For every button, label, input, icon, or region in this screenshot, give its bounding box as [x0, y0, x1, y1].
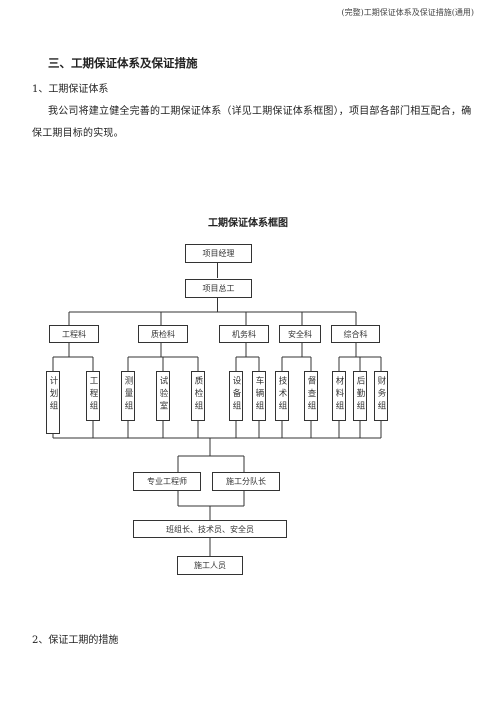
box-group-equipment: 设备组 — [229, 371, 243, 421]
box-group-engineering: 工程组 — [86, 371, 100, 421]
box-group-technical: 技术组 — [275, 371, 289, 421]
box-group-logistics: 后勤组 — [353, 371, 367, 421]
box-dept-engineering: 工程科 — [49, 325, 99, 343]
box-dept-safety: 安全科 — [279, 325, 321, 343]
box-project-manager: 项目经理 — [185, 244, 252, 263]
box-chief-engineer: 项目总工 — [185, 279, 252, 298]
box-specialist-engineer: 专业工程师 — [133, 472, 201, 491]
box-group-planning: 计划组 — [46, 371, 60, 434]
box-group-materials: 材料组 — [332, 371, 346, 421]
box-group-qc: 质检组 — [191, 371, 205, 421]
box-dept-general: 综合科 — [331, 325, 380, 343]
box-construction-captain: 施工分队长 — [212, 472, 280, 491]
chart-title: 工期保证体系框图 — [208, 218, 288, 229]
box-team-leaders: 班组长、技术员、安全员 — [133, 520, 287, 538]
box-group-inspection: 督查组 — [304, 371, 318, 421]
page-header: (完整)工期保证体系及保证措施(通用) — [341, 8, 474, 17]
box-group-vehicles: 车辆组 — [252, 371, 266, 421]
box-dept-machinery: 机务科 — [219, 325, 269, 343]
box-group-finance: 财务组 — [374, 371, 388, 421]
box-workers: 施工人员 — [177, 556, 243, 575]
box-group-survey: 测量组 — [121, 371, 135, 421]
body-paragraph: 我公司将建立健全完善的工期保证体系（详见工期保证体系框图），项目部各部门相互配合… — [32, 106, 472, 139]
subsection-title-1: 1、工期保证体系 — [32, 84, 109, 95]
box-dept-quality: 质检科 — [138, 325, 188, 343]
box-group-lab: 试验室 — [156, 371, 170, 421]
section-heading: 三、工期保证体系及保证措施 — [48, 56, 198, 70]
subsection-title-2: 2、保证工期的措施 — [32, 635, 119, 646]
